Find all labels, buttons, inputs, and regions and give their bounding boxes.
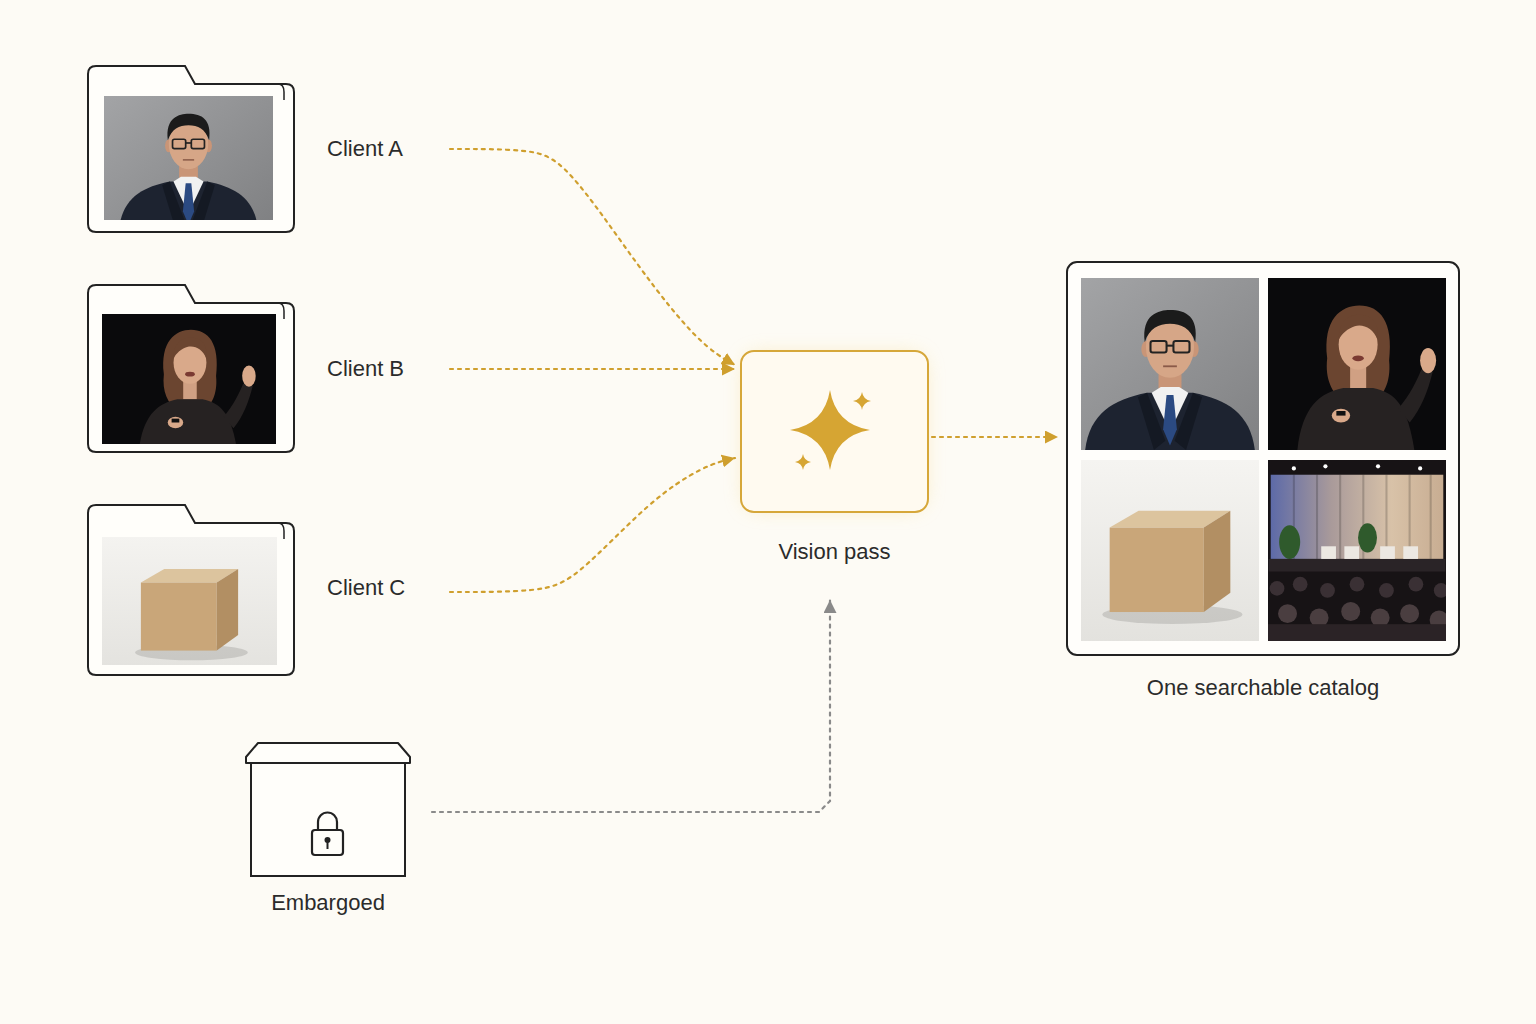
node-graphic-group: [1061, 262, 1460, 655]
node-label: Client C: [327, 575, 440, 601]
box-body: [251, 763, 405, 876]
node-graphic-group: [246, 743, 410, 876]
sparkle-icon: [795, 454, 811, 470]
client-folder: Client B: [88, 285, 440, 452]
photo: [104, 88, 273, 229]
sparkle-icon: [853, 392, 871, 410]
photo: [1067, 278, 1273, 450]
archive-node: Embargoed: [246, 742, 410, 918]
node-graphic-group: [88, 285, 294, 452]
photo: [102, 528, 277, 674]
photo: [102, 307, 276, 452]
node-label: Vision pass: [721, 539, 948, 565]
folder-fold: [278, 523, 284, 539]
process-box: [741, 351, 928, 512]
node-graphic: [741, 351, 928, 566]
flow-arrow: [932, 436, 1058, 438]
folder-outline: [88, 505, 294, 675]
photo: [1254, 278, 1460, 450]
flow-arrow: [450, 149, 735, 365]
node-graphic-group: [88, 66, 294, 232]
box-lid: [246, 743, 410, 763]
node-graphic-group: [88, 505, 294, 675]
folder-fold: [278, 84, 284, 100]
sparkle-icon: [790, 390, 870, 470]
lock-body: [312, 830, 343, 855]
node-graphic-group: [741, 351, 928, 512]
folder-fold: [278, 303, 284, 319]
node-graphic: [1067, 262, 1459, 705]
node-label: Client B: [327, 356, 440, 382]
folder-outline: [88, 66, 294, 232]
flow-arrow: [432, 600, 830, 812]
folder-outline: [88, 285, 294, 452]
node-label: Embargoed: [216, 890, 440, 916]
catalog-node: One searchable catalog: [1067, 262, 1459, 705]
photo: [1061, 460, 1278, 641]
client-folder: Client A: [88, 66, 440, 232]
process-node: Vision pass: [741, 351, 928, 566]
node-label: One searchable catalog: [1067, 675, 1459, 701]
lock-shackle: [318, 813, 337, 831]
keyhole: [327, 841, 329, 849]
flow-arrow: [450, 368, 735, 370]
flow-arrow: [450, 458, 735, 592]
photo: [1262, 460, 1451, 641]
client-folder: Client C: [88, 505, 440, 675]
node-label: Client A: [327, 136, 440, 162]
